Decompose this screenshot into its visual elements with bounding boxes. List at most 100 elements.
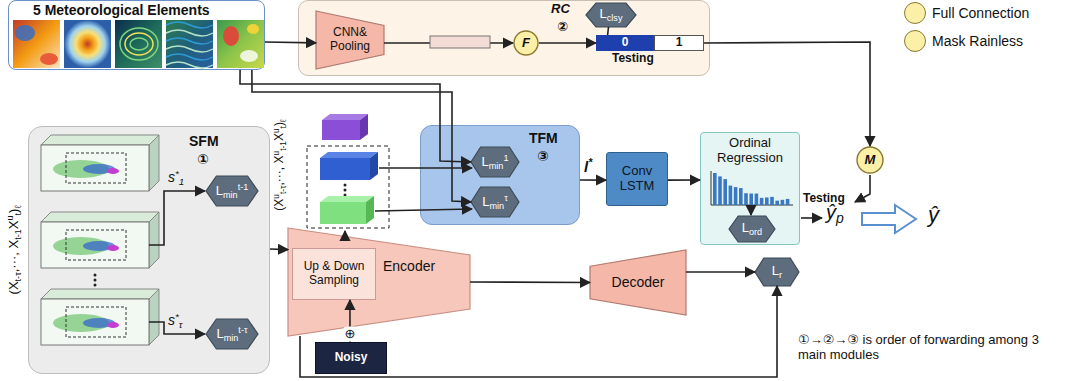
polygon-part — [41, 289, 159, 299]
polygon-part — [320, 196, 374, 202]
legend-symbol — [904, 30, 926, 52]
ellipse-part — [514, 31, 538, 55]
rect-part — [718, 176, 722, 205]
legend-text: Mask Rainless — [932, 33, 1023, 49]
rect-part — [307, 146, 389, 228]
loss-hexagon: Lclsy — [586, 3, 636, 27]
feature-stack — [307, 114, 389, 228]
polygon-part — [729, 216, 775, 242]
polygon-part — [41, 212, 159, 222]
ellipse-part — [125, 33, 153, 55]
rect-part — [775, 201, 779, 205]
node-text: M — [865, 153, 876, 168]
encoder-block: Encoder Up & Down Sampling — [288, 228, 470, 336]
text-run: u — [271, 194, 281, 199]
ellipse-part — [857, 147, 883, 173]
node-text: 0 — [622, 36, 629, 50]
mask-circle: M — [856, 146, 884, 174]
ellipse-part — [247, 24, 259, 34]
node-text: ② — [557, 20, 568, 35]
node-text: Lmin1 — [482, 153, 509, 171]
rect-part — [786, 199, 790, 205]
mode-label: Testing — [803, 192, 845, 206]
connector — [270, 248, 288, 250]
text-run: t — [278, 126, 288, 128]
rect-part — [713, 173, 717, 205]
text-run: ℓ — [278, 119, 288, 122]
text-run: t-τ — [238, 325, 247, 335]
mode-label: Testing — [612, 52, 654, 66]
polygon-part — [322, 114, 368, 120]
text-run: X — [272, 133, 286, 141]
add-symbol: ⊕ — [344, 327, 357, 342]
line-part — [750, 206, 752, 215]
text-run: ,···, X — [272, 156, 286, 186]
text-run: * — [175, 311, 179, 322]
text-run: L — [772, 263, 779, 278]
ellipse-part — [15, 25, 35, 41]
path-part — [149, 191, 205, 245]
ellipse-part — [107, 168, 119, 174]
node-text: F — [522, 36, 530, 51]
polygon-part — [316, 11, 384, 69]
ellipse-part — [240, 50, 258, 62]
module-panel: TFM③Lmin1Lminτ — [420, 125, 580, 225]
node-text: TFM — [529, 130, 558, 146]
text-run: u — [271, 128, 281, 133]
polygon-part — [149, 135, 159, 191]
symbol-label: s*1 — [168, 168, 184, 188]
text-run: ) — [272, 122, 286, 126]
node-text: SFM — [189, 133, 219, 149]
text-run: L — [482, 194, 489, 209]
rect-part — [734, 187, 738, 205]
text-run: s — [168, 312, 175, 328]
text-run: l — [584, 158, 588, 175]
rect-part — [739, 188, 743, 205]
ellipse-part — [130, 38, 148, 50]
connector — [470, 281, 590, 283]
text-run: ℓ — [13, 206, 23, 209]
connector — [539, 42, 596, 44]
node-text: ① — [197, 151, 209, 167]
text-run: t-1 — [278, 141, 288, 151]
rect-part — [430, 36, 490, 48]
text-run: L — [742, 220, 749, 235]
text-run: t-1 — [13, 229, 23, 240]
legend-row: Full Connection — [904, 2, 1029, 24]
text-run: p — [836, 210, 844, 226]
feature-vector — [430, 36, 490, 48]
sampling-box: Up & Down Sampling — [292, 248, 376, 300]
polygon-part — [586, 3, 636, 27]
polygon-part — [471, 187, 519, 217]
rect-part — [66, 230, 126, 260]
text-run: t-τ — [13, 272, 23, 281]
input-panel: 5 Meteorological Elements — [8, 0, 265, 70]
rect-part — [64, 20, 111, 68]
circle-part — [344, 184, 347, 187]
rect-part — [760, 198, 764, 205]
text-run: clsy — [607, 13, 623, 23]
text-run: τ — [179, 319, 183, 330]
polygon-part — [471, 147, 519, 177]
path-part — [379, 167, 472, 169]
module-panel: SFM①Lmint-1Lmint-τ — [28, 126, 270, 374]
path-part — [855, 175, 870, 202]
path-part — [166, 22, 213, 28]
text-run: (X — [272, 199, 286, 211]
text-run: min — [223, 190, 238, 200]
rect-part — [729, 186, 733, 205]
connector — [704, 42, 870, 146]
text-run: L — [216, 326, 223, 341]
note-text: ①→②→③ is order of forwarding among 3 mai… — [798, 333, 1060, 363]
text-run: ,···, X — [6, 240, 21, 273]
text-run: L — [216, 183, 223, 198]
node-text: RC — [551, 2, 570, 17]
node-text: Up & Down Sampling — [295, 260, 373, 288]
polygon-part — [755, 258, 799, 286]
text-run: X — [6, 220, 21, 229]
symbol-label: s*τ — [168, 311, 183, 331]
polygon-part — [370, 152, 378, 180]
text-run: min — [489, 201, 504, 211]
node-text: 1 — [676, 36, 683, 50]
node-text: Encoder — [383, 258, 435, 274]
